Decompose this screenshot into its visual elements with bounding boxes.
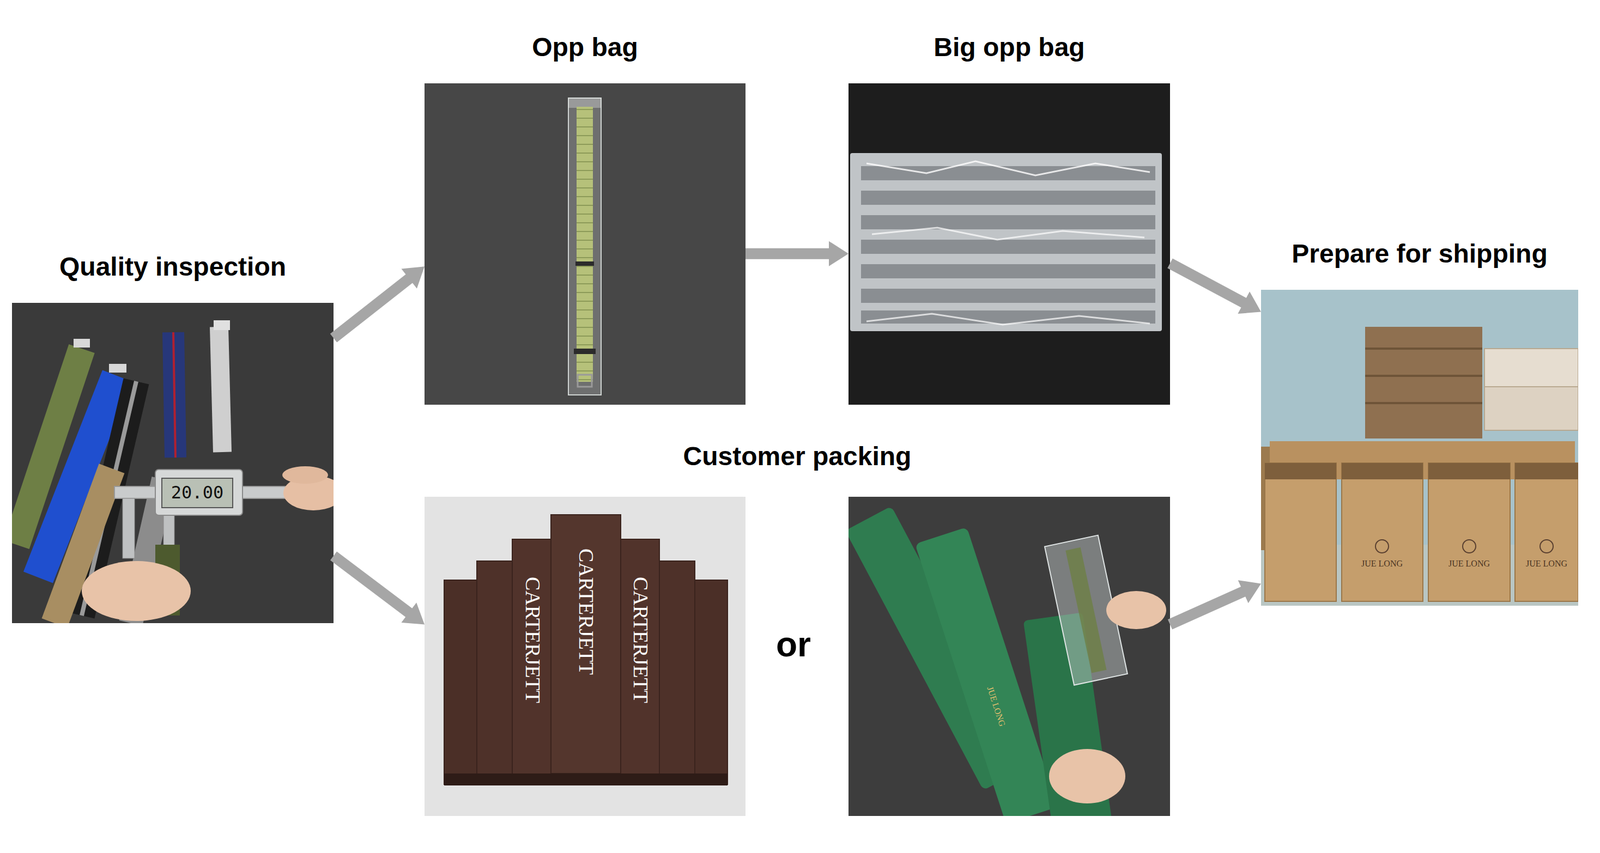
wall — [1261, 289, 1579, 606]
sleeve-print: JUE LONG — [985, 685, 1008, 729]
sleeve-photo — [848, 497, 1171, 817]
caliper-jaw — [122, 498, 135, 559]
arrow-shaft — [1170, 263, 1245, 303]
logo-mark — [1375, 540, 1389, 554]
box-print: CARTERJETT — [520, 577, 544, 704]
photo-ground — [848, 83, 1171, 405]
big-bag-photo — [848, 83, 1171, 405]
connector-word: or — [776, 625, 811, 664]
stack-line — [1365, 402, 1483, 405]
buckle — [573, 348, 596, 355]
flow-arrow — [1170, 580, 1262, 625]
inspection-photo — [11, 302, 334, 624]
arrow-shaft — [1170, 591, 1245, 625]
hand — [81, 561, 191, 622]
gift-box-photo — [424, 497, 746, 817]
carton-stack — [1365, 326, 1483, 439]
carton-print: JUE LONG — [1361, 559, 1403, 569]
photo-ground — [11, 302, 334, 624]
buckle — [73, 338, 90, 348]
carton — [1341, 463, 1423, 602]
shipping-photo — [1261, 289, 1579, 606]
hand — [1106, 591, 1167, 630]
carton-opening — [1264, 463, 1337, 480]
panel-heading: Quality inspection — [59, 251, 287, 283]
box-print: CARTERJETT — [574, 548, 598, 676]
arrow-head — [1238, 580, 1262, 604]
carton-print: JUE LONG — [1448, 559, 1490, 569]
box-base — [444, 773, 728, 786]
caliper-reading: 20.00 — [171, 483, 224, 503]
photo-panel: Prepare for shippingJUE LONGJUE LONGJUE … — [1261, 289, 1579, 606]
buckle — [213, 320, 230, 331]
opp-bag — [568, 98, 602, 396]
strap — [173, 332, 176, 458]
photo-panel: Quality inspection20.00 — [11, 302, 334, 624]
bag-seal — [568, 98, 602, 108]
stack-line — [1365, 374, 1483, 378]
flow-arrow — [1170, 263, 1262, 314]
flow-arrow — [333, 266, 425, 338]
strap — [861, 264, 1156, 279]
opp-bag-photo — [424, 83, 746, 405]
photo-ground — [424, 497, 746, 817]
carton-opening — [1428, 463, 1511, 480]
arrow-head — [401, 602, 425, 625]
strap — [219, 326, 223, 453]
caliper-body — [155, 469, 243, 516]
arrow-head — [401, 266, 425, 289]
photo-panel: CARTERJETT CARTERJETT CARTERJETT — [424, 497, 746, 817]
crinkle — [871, 227, 1145, 240]
carton-opening — [1341, 463, 1423, 480]
strap — [576, 106, 593, 383]
carton — [1264, 463, 1337, 602]
ring — [577, 374, 592, 387]
arrow-head — [1237, 291, 1262, 314]
carton — [1428, 463, 1511, 602]
flow-arrow — [333, 556, 425, 626]
logo-mark — [1540, 540, 1554, 554]
caliper-display — [161, 478, 233, 508]
buckle — [108, 364, 127, 373]
strap — [861, 190, 1156, 205]
carton — [1484, 348, 1579, 387]
arrow-shaft — [745, 248, 830, 260]
carton — [1514, 463, 1579, 602]
flow-arrow — [745, 241, 849, 267]
panel-heading: Prepare for shipping — [1291, 238, 1548, 270]
arrow-head — [828, 241, 849, 267]
hand — [1049, 749, 1126, 804]
photo-panel: JUE LONG — [848, 497, 1171, 817]
panel-heading: Opp bag — [531, 32, 639, 63]
carton — [1484, 386, 1579, 431]
photo-ground — [424, 83, 746, 405]
logo-mark — [1462, 540, 1476, 554]
photo-panel: Opp bag — [424, 83, 746, 405]
panel-heading: Customer packing — [683, 441, 912, 472]
stack-line — [1365, 347, 1483, 350]
gift-box — [550, 514, 621, 774]
strap-stripe — [173, 332, 176, 458]
carton-opening — [1514, 463, 1579, 480]
big-opp-bag — [850, 153, 1162, 332]
arrow-shaft — [333, 277, 410, 338]
arrow-shaft — [333, 556, 410, 614]
crinkle — [866, 161, 1150, 176]
strap — [861, 288, 1156, 303]
box-print: CARTERJETT — [628, 577, 652, 704]
strap — [861, 215, 1156, 230]
hand — [282, 466, 329, 484]
photo-panel: Big opp bag — [848, 83, 1171, 405]
strap — [1065, 547, 1107, 674]
strap-weave — [576, 108, 593, 382]
carton-print: JUE LONG — [1525, 559, 1568, 569]
panel-heading: Big opp bag — [933, 32, 1085, 63]
keeper — [575, 261, 595, 266]
crinkle — [866, 313, 1150, 325]
strap — [861, 239, 1156, 254]
